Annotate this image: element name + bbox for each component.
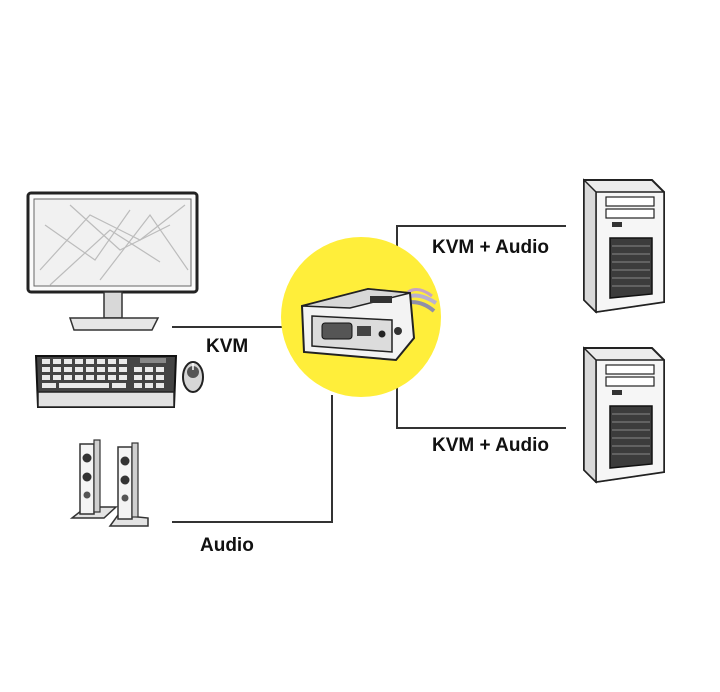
kvm-label: KVM (206, 336, 249, 357)
kvm-switch-icon (300, 287, 438, 362)
mouse-icon (182, 361, 204, 393)
audio-label: Audio (200, 535, 254, 556)
pc2-line (396, 385, 566, 429)
pc1-connection-label: KVM + Audio (432, 237, 549, 258)
speakers-icon (69, 439, 149, 527)
keyboard-icon (34, 355, 178, 408)
pc2-connection-label: KVM + Audio (432, 435, 549, 456)
monitor-icon (26, 191, 199, 331)
pc-tower-icon (583, 346, 665, 484)
pc-tower-icon (583, 178, 665, 314)
audio-line (172, 395, 333, 523)
